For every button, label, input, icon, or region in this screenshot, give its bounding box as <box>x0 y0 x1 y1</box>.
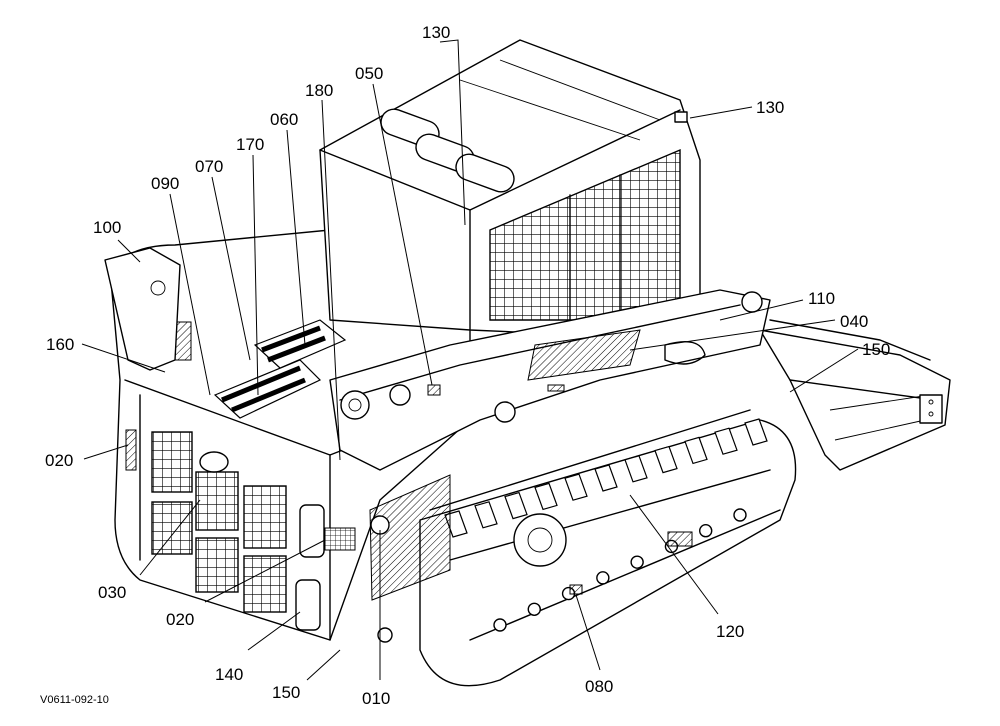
leader-090 <box>169 193 211 396</box>
label-050 <box>427 384 441 396</box>
track-assembly <box>419 409 797 687</box>
leader-050 <box>372 83 433 386</box>
track-lug <box>684 436 708 465</box>
track-lug <box>504 491 528 520</box>
leader-040 <box>629 319 836 351</box>
lift-arm <box>329 289 771 643</box>
callout-140: 140 <box>215 665 243 684</box>
track-lug <box>654 445 678 474</box>
label-010-panel <box>369 474 451 601</box>
leader-020a <box>83 444 129 460</box>
leader-020b <box>204 539 326 603</box>
track-lug <box>474 501 498 529</box>
leader-060 <box>286 129 306 346</box>
callout-090: 090 <box>151 174 179 193</box>
leader-100 <box>117 239 141 263</box>
callout-080: 080 <box>585 677 613 696</box>
callout-020-bottom: 020 <box>166 610 194 629</box>
callout-130-top: 130 <box>422 23 450 42</box>
label-020-right <box>324 527 356 551</box>
callout-100: 100 <box>93 218 121 237</box>
callout-labels: 130 130 050 180 060 170 070 090 100 110 … <box>40 23 890 708</box>
leader-070 <box>211 176 251 361</box>
callout-160: 160 <box>46 335 74 354</box>
callout-170: 170 <box>236 135 264 154</box>
callout-020-left: 020 <box>45 451 73 470</box>
track-roller <box>527 602 541 616</box>
leader-150a <box>789 348 859 393</box>
engine-body <box>109 229 471 641</box>
track-roller <box>630 555 644 569</box>
track-roller <box>596 571 610 585</box>
leader-030 <box>139 499 201 576</box>
callout-070: 070 <box>195 157 223 176</box>
label-180 <box>547 384 565 392</box>
callout-150-bottom: 150 <box>272 683 300 702</box>
track-lug <box>564 473 588 501</box>
track-lug <box>624 455 648 483</box>
label-120 <box>667 531 693 547</box>
track-roller <box>699 524 713 538</box>
leader-130a <box>439 39 466 226</box>
label-040 <box>527 329 641 381</box>
label-080 <box>569 584 583 595</box>
leader-140 <box>247 611 301 651</box>
leader-110 <box>719 299 804 321</box>
leader-120 <box>629 494 719 615</box>
callout-050: 050 <box>355 64 383 83</box>
leader-150b <box>306 649 341 681</box>
track-lug <box>714 427 738 455</box>
callout-130-right: 130 <box>756 98 784 117</box>
callout-110: 110 <box>808 289 835 308</box>
callout-150-right: 150 <box>862 340 890 359</box>
rear-upright <box>104 247 181 371</box>
callout-040: 040 <box>840 312 868 331</box>
track-lug <box>534 482 558 511</box>
leader-080 <box>575 594 601 671</box>
operator-cab <box>319 39 701 341</box>
track-roller <box>733 508 747 522</box>
leader-180 <box>321 99 341 461</box>
track-roller <box>493 618 507 632</box>
leader-160 <box>81 343 166 373</box>
callout-120: 120 <box>716 622 744 641</box>
label-020-left <box>125 429 137 471</box>
callout-180: 180 <box>305 81 333 100</box>
leader-130b <box>689 106 753 119</box>
callout-030: 030 <box>98 583 126 602</box>
leader-lines <box>81 39 859 681</box>
bucket <box>759 319 951 471</box>
callout-060: 060 <box>270 110 298 129</box>
drawing-code: V0611-092-10 <box>40 694 109 706</box>
track-lug <box>744 418 768 446</box>
callout-010: 010 <box>362 689 390 708</box>
track-lug <box>594 464 618 492</box>
leader-170 <box>252 154 259 396</box>
